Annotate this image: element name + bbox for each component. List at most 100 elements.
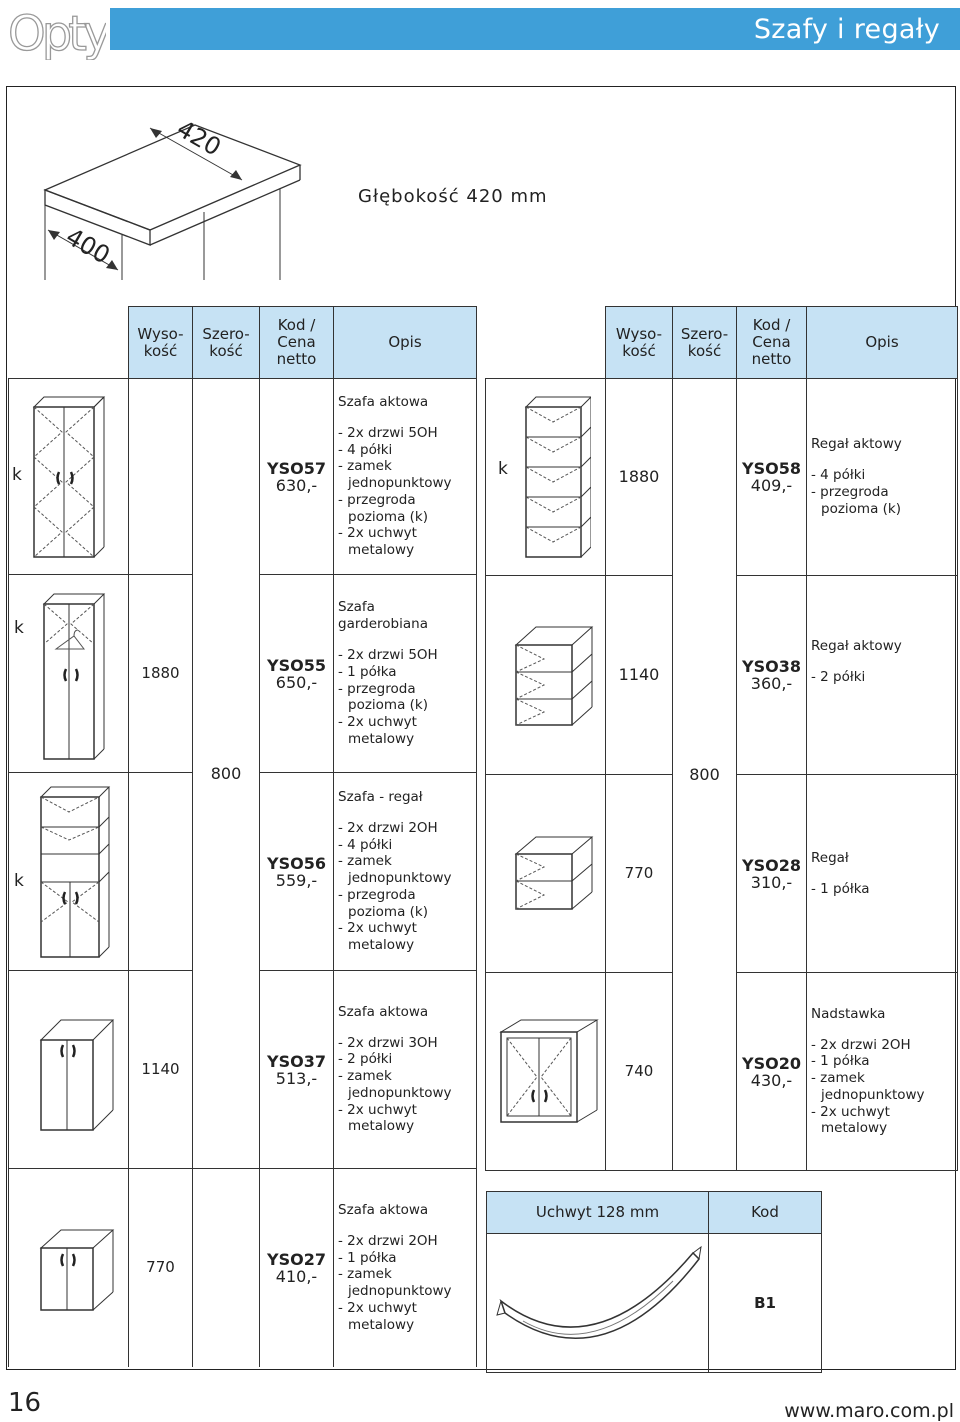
desc-line: metalowy xyxy=(348,1118,415,1135)
handle-title: Uchwyt 128 mm xyxy=(486,1191,709,1234)
desc-line: - przegroda xyxy=(338,680,416,697)
product-image-cell: k xyxy=(8,378,129,575)
description-cell: Szafa garderobiana - 2x drzwi 5OH - 1 pó… xyxy=(333,574,477,773)
width-cell-empty xyxy=(192,1168,260,1367)
product-title: Szafa garderobiana xyxy=(338,599,428,633)
desc-line: - 2x uchwyt xyxy=(338,1299,417,1316)
product-price: 559,- xyxy=(275,870,318,890)
product-image-cell xyxy=(485,972,606,1171)
desc-line: - 2x uchwyt xyxy=(811,1103,890,1120)
height-cell: 770 xyxy=(605,774,673,973)
desc-line: - 2 półki xyxy=(811,668,866,685)
product-title: Regał aktowy xyxy=(811,436,902,453)
desc-line: - zamek xyxy=(338,853,392,870)
description-cell: Szafa aktowa - 2x drzwi 5OH - 4 półki - … xyxy=(333,378,477,575)
description-cell: Szafa aktowa - 2x drzwi 2OH - 1 półka - … xyxy=(333,1168,477,1367)
col-desc-header: Opis xyxy=(806,306,958,379)
product-code: YSO55 xyxy=(267,655,326,675)
description-cell: Szafa aktowa - 2x drzwi 3OH - 2 półki - … xyxy=(333,970,477,1169)
width-cell: 800 xyxy=(672,378,737,1171)
height-cell: 1880 xyxy=(128,574,193,773)
desc-line: - 2x uchwyt xyxy=(338,1101,417,1118)
desc-line: - przegroda xyxy=(338,491,416,508)
desc-line: metalowy xyxy=(348,1316,415,1333)
product-code: YSO56 xyxy=(267,853,326,873)
depth-dimension-drawing xyxy=(43,124,302,280)
cabinet-low-icon xyxy=(39,1229,115,1311)
col-height-header: Wyso- kość xyxy=(605,306,673,379)
product-title: Regał xyxy=(811,849,849,866)
height-cell: 1880 1140 xyxy=(605,378,673,775)
desc-line: - przegroda xyxy=(811,483,889,500)
desc-line: - 1 półka xyxy=(338,1249,397,1266)
desc-line: jednopunktowy xyxy=(821,1086,925,1103)
opty-logo: Opty xyxy=(7,5,106,60)
product-title: Szafa - regał xyxy=(338,788,423,805)
product-code: YSO27 xyxy=(267,1249,326,1269)
product-title: Szafa aktowa xyxy=(338,1201,429,1218)
bookcase-low-icon xyxy=(514,836,593,910)
desc-line: jednopunktowy xyxy=(348,1084,452,1101)
product-code: YSO37 xyxy=(267,1051,326,1071)
wardrobe-icon xyxy=(42,593,105,760)
desc-line: - 2x drzwi 5OH xyxy=(338,646,438,663)
product-price: 360,- xyxy=(750,673,793,693)
product-price: 409,- xyxy=(750,475,793,495)
desc-line: pozioma (k) xyxy=(348,903,428,920)
description-cell: Regał aktowy - 2 półki xyxy=(806,574,958,776)
desc-line: pozioma (k) xyxy=(348,508,428,525)
k-label: k xyxy=(14,871,24,891)
desc-line: metalowy xyxy=(348,542,415,559)
website-link[interactable]: www.maro.com.pl xyxy=(784,1400,954,1422)
height-cell: 740 xyxy=(605,972,673,1171)
height-cell xyxy=(128,772,193,971)
desc-line: - 2x uchwyt xyxy=(338,714,417,731)
desc-line: - 4 półki xyxy=(338,836,393,853)
desc-line: jednopunktowy xyxy=(348,475,452,492)
col-code-header: Kod / Cena netto xyxy=(736,306,807,379)
product-image-cell xyxy=(8,970,129,1169)
header-bar: Szafy i regały xyxy=(110,8,960,50)
cabinet-mid-icon xyxy=(39,1019,115,1131)
desc-line: - 1 półka xyxy=(338,663,397,680)
col-code-header: Kod / Cena netto xyxy=(259,306,334,379)
desc-line: jednopunktowy xyxy=(348,870,452,887)
desc-line: - 2x uchwyt xyxy=(338,525,417,542)
desc-line: - 4 półki xyxy=(338,441,393,458)
handle-image-cell xyxy=(486,1233,709,1373)
product-price: 513,- xyxy=(275,1068,318,1088)
description-cell: Szafa - regał - 2x drzwi 2OH - 4 półki -… xyxy=(333,772,477,971)
height-cell xyxy=(128,378,193,575)
product-code: YSO20 xyxy=(742,1053,801,1073)
product-title: Nadstawka xyxy=(811,1005,886,1022)
k-label: k xyxy=(14,618,24,638)
col-width-header: Szero- kość xyxy=(192,306,260,379)
desc-line: pozioma (k) xyxy=(348,697,428,714)
product-code: YSO28 xyxy=(742,855,801,875)
page-number: 16 xyxy=(8,1388,42,1418)
page-title: Szafy i regały xyxy=(753,14,940,45)
desc-line: metalowy xyxy=(348,730,415,747)
left-product-table: Wyso- kość Szero- kość Kod / Cena netto … xyxy=(8,306,477,1367)
handle-code: B1 xyxy=(708,1233,822,1373)
description-cell: Nadstawka - 2x drzwi 2OH - 1 półka - zam… xyxy=(806,972,958,1171)
product-price: 430,- xyxy=(750,1070,793,1090)
handle-table: Uchwyt 128 mm Kod B1 xyxy=(486,1191,822,1373)
k-label: k xyxy=(12,465,22,485)
product-image-cell xyxy=(485,574,606,776)
product-price: 310,- xyxy=(750,872,793,892)
product-code: YSO38 xyxy=(742,656,801,676)
desc-line: - 2x drzwi 3OH xyxy=(338,1034,438,1051)
